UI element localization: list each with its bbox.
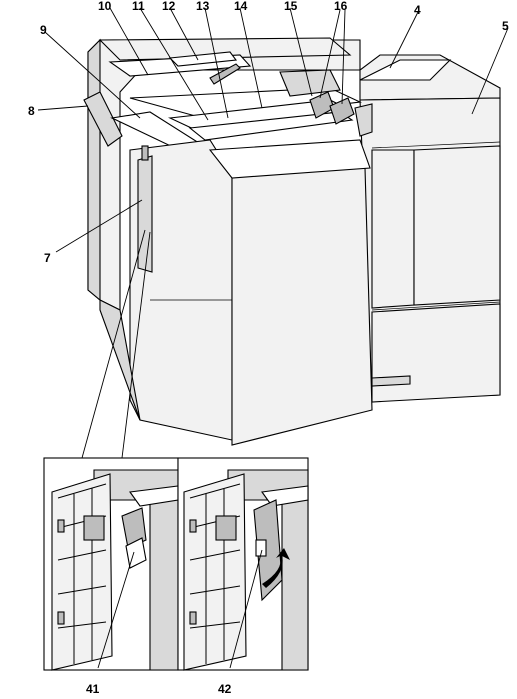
lead-4: [389, 11, 419, 69]
leader-lines: [37, 7, 509, 459]
front-cabinet-top: [208, 139, 371, 179]
inset-right-door: [183, 473, 247, 671]
inset-left-hinge-top: [57, 519, 65, 533]
callout-16: 16: [334, 0, 348, 13]
lead-9: [44, 31, 141, 119]
paper-guide: [168, 51, 238, 67]
inset-left-hinge-bottom: [57, 611, 65, 625]
callout-14: 14: [234, 0, 248, 13]
front-cabinet-face: [231, 167, 373, 446]
lead-12: [169, 7, 199, 61]
inset-right: [177, 457, 309, 671]
front-door-right: [413, 145, 501, 306]
callout-4: 4: [414, 3, 421, 17]
housing-seam: [371, 141, 501, 149]
front-door-7: [137, 155, 153, 273]
zoom-line-right: [121, 231, 151, 459]
callout-9: 9: [40, 23, 47, 37]
callout-15: 15: [284, 0, 298, 13]
door-latch: [141, 145, 149, 161]
output-tray-4: [359, 59, 452, 81]
callout-7: 7: [44, 251, 51, 265]
finisher-unit: [83, 37, 501, 446]
lead-13: [204, 7, 229, 119]
door-split: [371, 301, 501, 311]
inset-right-hinge-top: [189, 519, 197, 533]
lead-10: [109, 7, 149, 76]
rear-cabinet-side: [87, 38, 101, 302]
inset-right-tab: [215, 515, 237, 541]
tray-14: [188, 111, 354, 141]
callout-12: 12: [162, 0, 176, 13]
callout-10: 10: [98, 0, 112, 13]
lever-arm: [209, 63, 241, 85]
callout-42: 42: [218, 682, 232, 696]
lead-41: [97, 551, 135, 669]
lead-16b: [341, 9, 346, 105]
lead-8: [37, 105, 89, 111]
callout-5: 5: [502, 19, 509, 33]
handle-housing: [354, 103, 373, 137]
callout-41: 41: [86, 682, 100, 696]
lead-7: [55, 199, 143, 253]
lower-drawer: [371, 303, 501, 403]
zoom-line-left: [81, 229, 146, 459]
lead-5: [471, 27, 509, 115]
inset-left-door: [51, 473, 113, 671]
callout-13: 13: [196, 0, 210, 13]
callout-11: 11: [132, 0, 145, 13]
callout-labels: 10 11 12 13 14 15 16 4 5 9 8 7 41 42: [28, 0, 509, 696]
rotate-arrow-icon: [262, 548, 290, 588]
upper-housing-top: [98, 37, 352, 61]
lever-tab: [255, 539, 267, 557]
lead-11: [139, 7, 209, 121]
inset-left-door-grid: [57, 483, 107, 664]
lead-15: [289, 7, 313, 97]
tray-deck: [129, 87, 362, 121]
inset-right-hinge-bottom: [189, 611, 197, 625]
inset-left-tab: [83, 515, 105, 541]
lead-42: [229, 549, 263, 669]
inset-left: [43, 457, 179, 671]
inset-right-door-grid: [189, 483, 241, 664]
staple-cartridge: [121, 507, 147, 549]
lead-14: [239, 7, 263, 109]
lead-16a: [319, 9, 341, 99]
drawer-handle: [371, 375, 411, 387]
side-arm-8: [83, 91, 123, 147]
front-door-upper: [371, 149, 415, 309]
callout-8: 8: [28, 104, 35, 118]
